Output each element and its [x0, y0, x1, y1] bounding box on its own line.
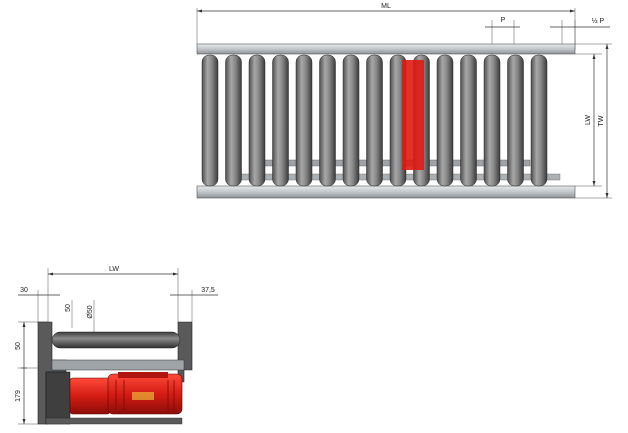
roller — [460, 54, 477, 187]
roller — [342, 54, 360, 187]
roller — [295, 54, 313, 187]
right-offset-label: 37,5 — [201, 287, 215, 294]
roller — [366, 54, 383, 187]
roller — [248, 54, 266, 187]
base-foot — [45, 417, 183, 425]
top-side-frame — [196, 43, 576, 55]
left-offset-label: 30 — [20, 287, 28, 294]
roller — [319, 54, 336, 187]
lw-dimension-top: LW — [575, 53, 602, 187]
left-lower-label: 179 — [15, 390, 22, 402]
roller — [201, 54, 219, 187]
side-view: LW 30 37,5 50 Ø50 5 — [15, 266, 218, 425]
ml-dimension: ML — [196, 3, 576, 44]
small-50-label: 50 — [65, 304, 72, 312]
drive-bracket — [45, 371, 71, 425]
p-label: P — [501, 17, 506, 24]
bottom-side-frame — [196, 185, 576, 199]
left-upper-label: 50 — [15, 342, 22, 350]
rollers-group — [201, 54, 548, 187]
right-frame-plate — [177, 321, 193, 383]
drive-motor — [69, 372, 183, 415]
roller — [225, 54, 242, 187]
side-roller — [51, 331, 181, 349]
half-p-label: ½ P — [592, 17, 605, 25]
roller — [436, 54, 454, 187]
lw-label-side: LW — [109, 266, 119, 273]
roller — [507, 54, 524, 187]
lw-dimension-side: LW — [47, 266, 179, 322]
roller — [530, 54, 548, 187]
side-cross-bar — [51, 359, 185, 371]
lw-label-top: LW — [585, 115, 592, 125]
drive-unit-top — [402, 60, 424, 170]
right-offset-dimension: 37,5 — [170, 287, 218, 322]
roller-diameter-label: Ø50 — [87, 305, 94, 318]
tw-label: TW — [598, 115, 605, 126]
ml-label: ML — [381, 3, 391, 10]
roller — [483, 54, 501, 187]
tw-dimension: TW — [575, 43, 612, 199]
roller — [272, 54, 289, 187]
left-offset-dimension: 30 — [18, 287, 60, 322]
top-view: ML P ½ P — [196, 3, 612, 199]
